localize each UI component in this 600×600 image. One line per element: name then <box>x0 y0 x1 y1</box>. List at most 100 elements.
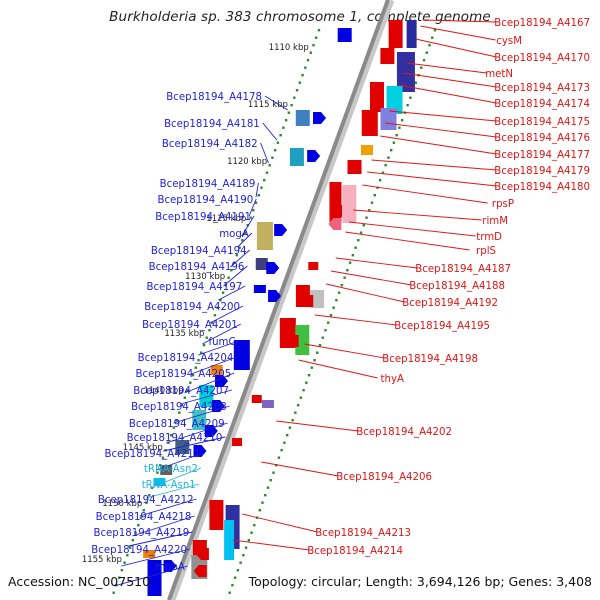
tick-dot <box>296 404 300 407</box>
leader-line-left <box>262 122 278 141</box>
reverse-gene-block <box>289 148 304 166</box>
tick-dot <box>373 194 376 197</box>
leader-line-left <box>237 232 253 248</box>
tick-dot <box>387 156 390 159</box>
tick-dot <box>197 359 200 362</box>
tick-dot <box>142 509 145 512</box>
gene-arrow <box>215 375 229 387</box>
reverse-gene-block <box>153 478 166 486</box>
tick-dot <box>161 456 165 459</box>
leader-line-right <box>261 461 339 477</box>
gene-label-left: tRNA-Asn1 <box>142 480 196 491</box>
leader-line-right <box>406 62 487 74</box>
leader-line-right <box>353 209 482 221</box>
tick-dot <box>384 164 387 167</box>
tick-dot <box>241 239 244 242</box>
tick-dot <box>227 276 230 279</box>
tick-dot <box>228 591 231 594</box>
leader-line-right <box>380 135 497 155</box>
tick-dot <box>252 209 255 212</box>
reverse-gene-block <box>199 385 214 407</box>
tick-dot <box>389 149 393 152</box>
backbone-line <box>167 0 390 600</box>
tick-dot <box>370 201 374 204</box>
gene-arrow <box>307 150 321 162</box>
leader-line-right <box>326 283 405 303</box>
scale-label: 1115 kbp <box>248 100 288 110</box>
tick-dot <box>123 561 126 564</box>
tick-dot <box>290 104 293 107</box>
tick-dot <box>253 524 256 527</box>
gene-arrow <box>313 112 327 124</box>
gene-arrow <box>193 565 207 577</box>
tick-dot <box>392 141 396 144</box>
tick-dot <box>285 434 289 437</box>
tick-dot <box>362 224 365 227</box>
tick-dot <box>271 156 274 159</box>
tick-dot <box>272 471 275 474</box>
gene-label-right: Bcep18194_A4195 <box>394 321 490 332</box>
tick-dot <box>348 261 352 264</box>
gene-label-right: Bcep18194_A4177 <box>494 150 590 161</box>
tick-dot <box>194 366 197 369</box>
gene-label-left: Bcep18194_A4200 <box>144 302 240 313</box>
leader-line-left <box>209 305 244 324</box>
gene-arrow <box>211 400 225 412</box>
gene-label-left: Bcep18194_A4178 <box>166 92 262 103</box>
tick-dot <box>280 449 283 452</box>
gene-label-left: Bcep18194_A4194 <box>151 246 247 257</box>
reverse-gene-block <box>233 340 250 370</box>
scale-label: 1140 kbp <box>144 386 184 396</box>
gene-label-right: Bcep18194_A4180 <box>494 182 590 193</box>
scale-label: 1120 kbp <box>227 157 267 167</box>
tick-dot <box>376 186 379 189</box>
tick-dot <box>150 486 154 489</box>
forward-gene-block <box>380 48 395 64</box>
gene-arrow <box>163 560 177 572</box>
reverse-gene-block <box>160 465 173 475</box>
tick-dot <box>398 126 401 129</box>
tick-dot <box>359 231 363 234</box>
forward-gene-block <box>251 395 262 403</box>
tick-dot <box>321 336 324 339</box>
reverse-gene-block <box>210 365 223 375</box>
accession-text: Accession: NC_007510 <box>8 574 151 589</box>
gene-label-left: Bcep18194_A4201 <box>142 320 238 331</box>
tick-dot <box>235 254 239 257</box>
tick-dot <box>219 299 222 302</box>
forward-gene-block <box>388 20 403 48</box>
leader-line-right <box>345 231 470 251</box>
tick-dot <box>431 36 434 39</box>
gene-label-left: Bcep18194_A4205 <box>135 369 231 380</box>
tick-dot <box>302 389 305 392</box>
tick-dot <box>258 509 261 512</box>
gene-label-right: Bcep18194_A4170 <box>494 53 590 64</box>
tick-dot <box>295 89 299 92</box>
leader-line-right <box>398 84 497 104</box>
leader-line-right <box>242 513 318 533</box>
gene-label-right: Bcep18194_A4214 <box>307 546 403 557</box>
tick-dot <box>294 411 297 414</box>
gene-label-right: Bcep18194_A4176 <box>494 133 590 144</box>
reverse-gene-block <box>295 110 310 126</box>
tick-dot <box>112 591 115 594</box>
tick-dot <box>305 381 308 384</box>
tick-dot <box>250 531 253 534</box>
gene-arrow <box>328 218 342 230</box>
tick-dot <box>254 201 258 204</box>
tick-dot <box>340 284 344 287</box>
gene-label-left: Bcep18194_A4197 <box>146 282 242 293</box>
gene-label-left: Bcep18194_A4210 <box>127 433 223 444</box>
tick-dot <box>261 501 264 504</box>
gene-label-right: Bcep18194_A4213 <box>315 528 411 539</box>
scale-label: 1135 kbp <box>164 329 204 339</box>
tick-dot <box>343 276 346 279</box>
leader-line-left <box>146 483 199 499</box>
tick-dot <box>304 66 307 69</box>
tick-dot <box>368 209 371 212</box>
tick-dot <box>282 126 285 129</box>
tick-dot <box>313 359 316 362</box>
leader-line-left <box>264 95 289 111</box>
tick-dot <box>395 134 398 137</box>
forward-gene-block <box>295 325 310 355</box>
